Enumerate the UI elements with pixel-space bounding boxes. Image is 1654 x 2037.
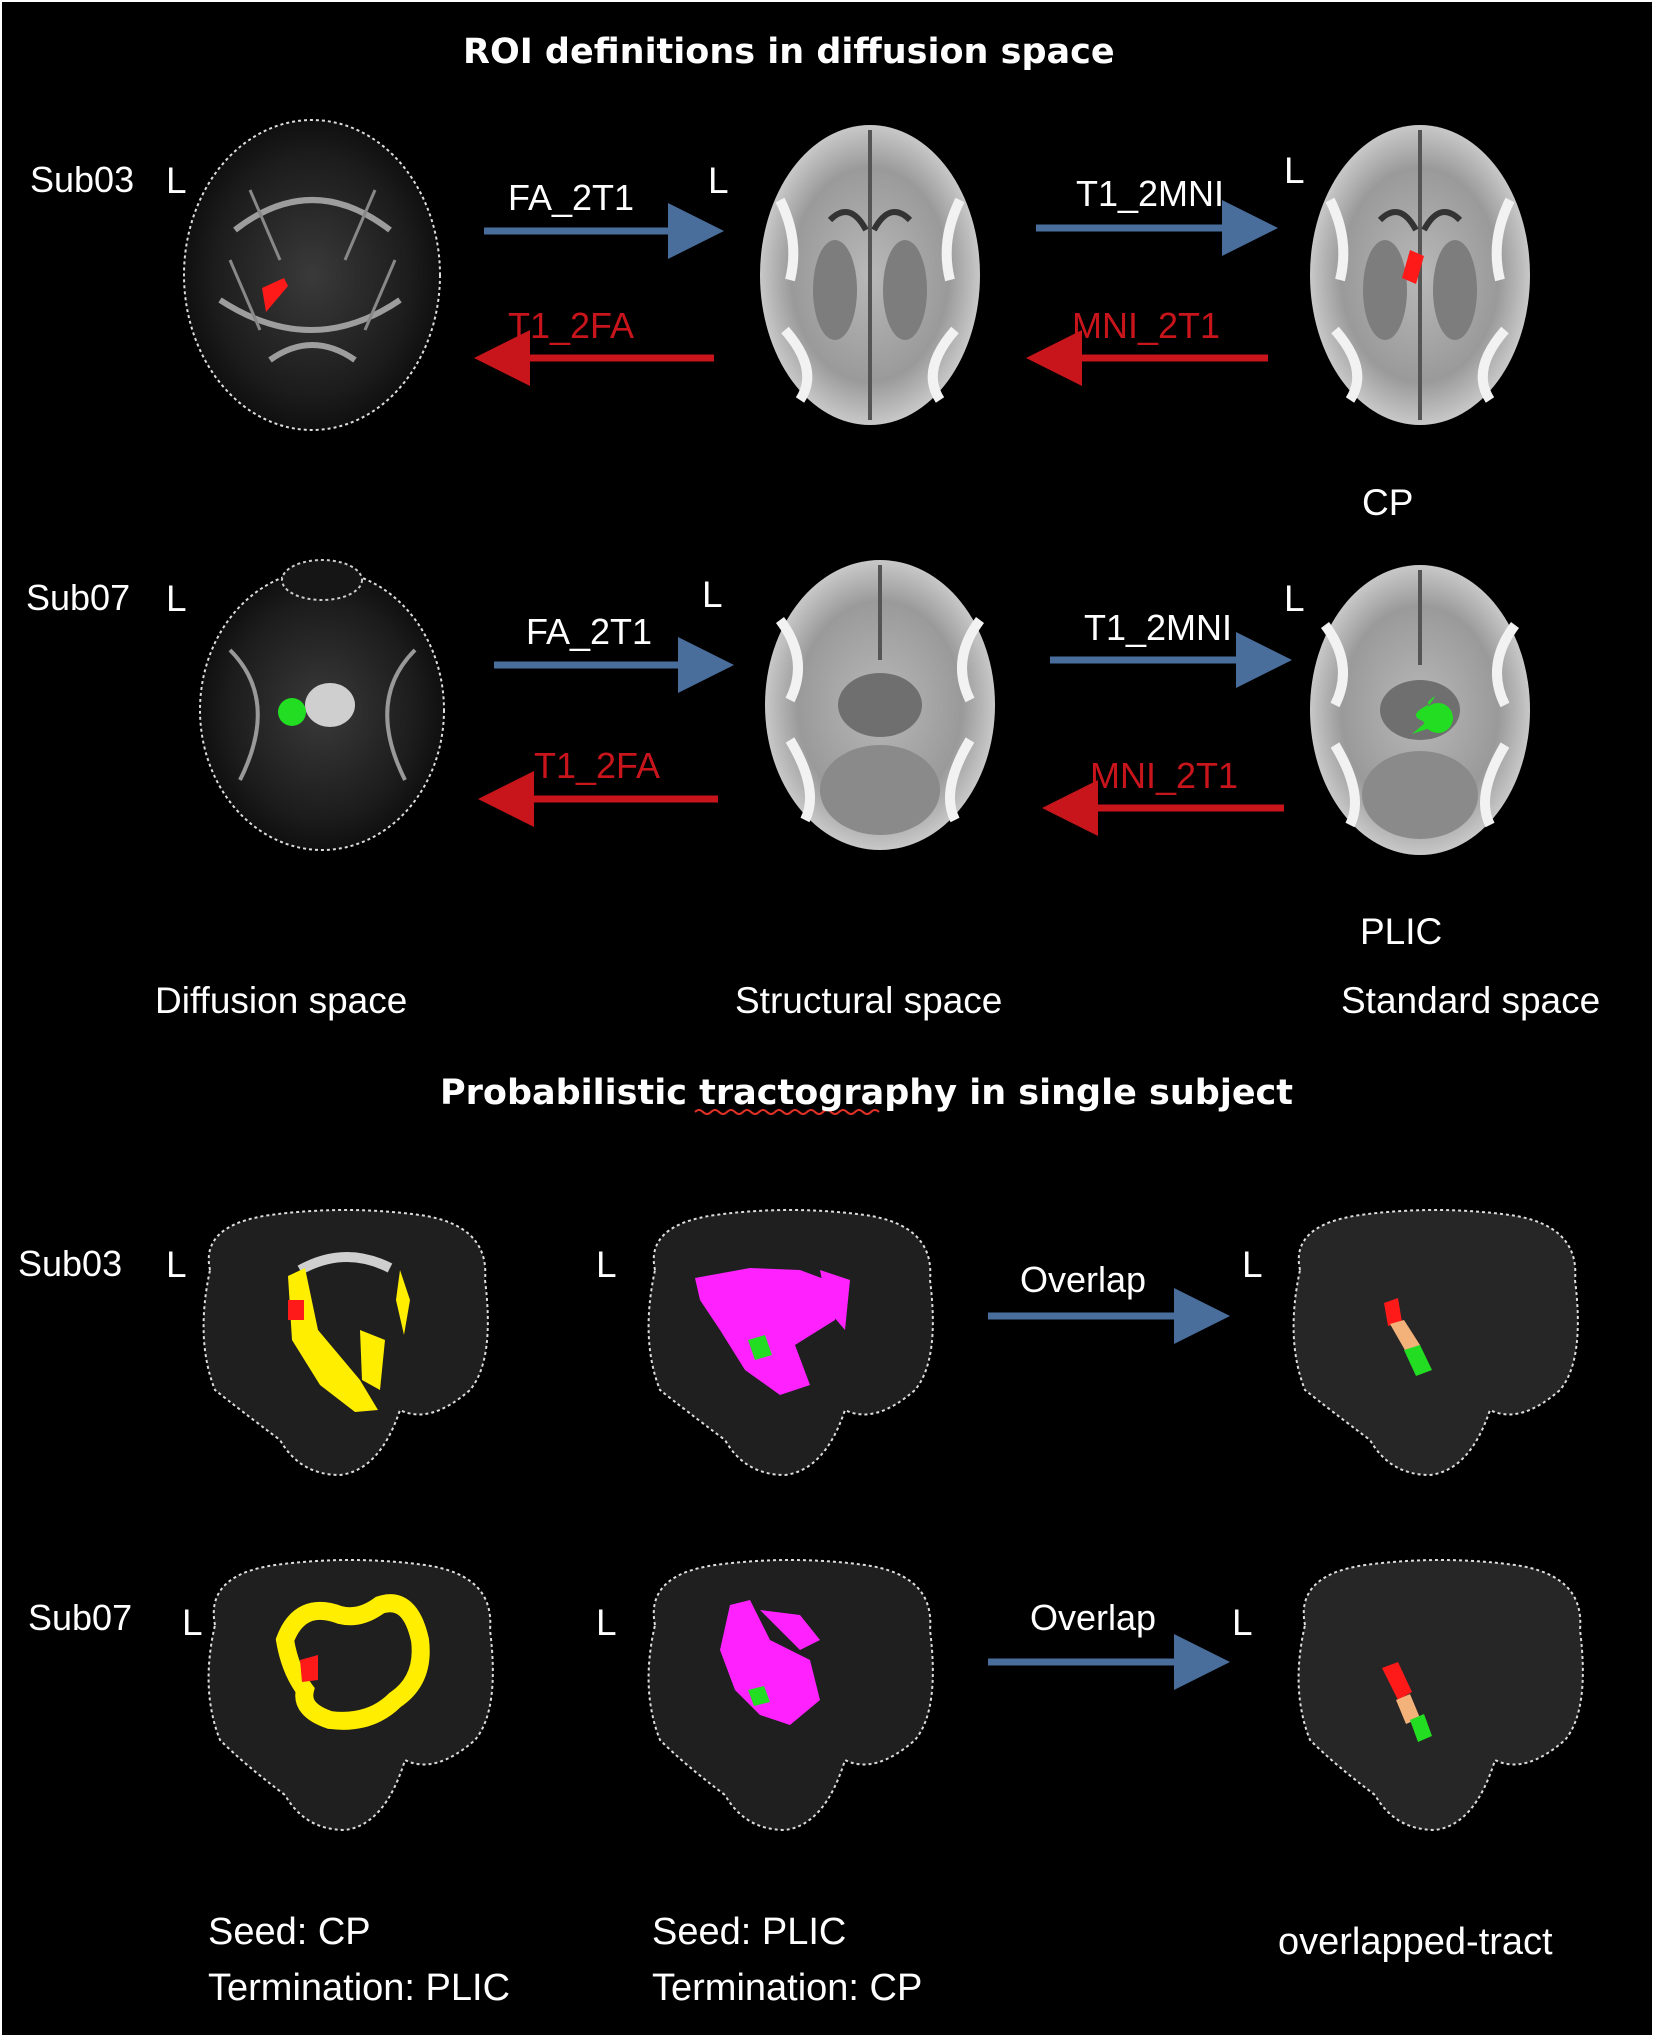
mni-axial-brain-sub03 <box>1310 125 1530 425</box>
coronal-brain-sub03-seed-plic <box>647 1209 934 1477</box>
arrow-label-mni2t1: MNI_2T1 <box>1072 305 1221 346</box>
fa-axial-brain-sub03 <box>183 119 441 431</box>
arrow-label-mni2t1: MNI_2T1 <box>1090 755 1239 796</box>
arrow-label-overlap: Overlap <box>1030 1597 1157 1638</box>
orientation-label: L <box>1284 150 1305 191</box>
arrow-label-t12mni: T1_2MNI <box>1076 173 1225 214</box>
caption-seed-plic: Seed: PLIC Termination: CP <box>652 1911 923 2009</box>
roi-cp-sub03-standard <box>1402 250 1424 284</box>
space-label-structural: Structural space <box>735 980 1003 1021</box>
caption-seed-cp: Seed: CP Termination: PLIC <box>208 1911 511 2009</box>
orientation-label: L <box>708 160 729 201</box>
orientation-label: L <box>1284 578 1305 619</box>
orientation-label: L <box>596 1602 617 1643</box>
t1-axial-brain-sub07 <box>765 560 995 850</box>
subject-label-sub07-top: Sub07 <box>26 577 131 618</box>
fa-axial-brain-sub07 <box>199 559 445 851</box>
arrow-label-fa2t1: FA_2T1 <box>526 611 653 652</box>
subject-label-sub07-bottom: Sub07 <box>28 1597 133 1638</box>
mni-axial-brain-sub07 <box>1310 565 1530 855</box>
arrow-label-fa2t1: FA_2T1 <box>508 177 635 218</box>
space-label-standard: Standard space <box>1341 980 1601 1021</box>
orientation-label: L <box>1242 1244 1263 1285</box>
bottom-title: Probabilistic tractography in single sub… <box>440 1073 1294 1113</box>
orientation-label: L <box>596 1244 617 1285</box>
orientation-label: L <box>166 1244 187 1285</box>
coronal-brain-sub07-overlap <box>1297 1559 1584 1832</box>
orientation-label: L <box>182 1602 203 1643</box>
top-title: ROI definitions in diffusion space <box>463 32 1115 72</box>
orientation-label: L <box>166 578 187 619</box>
arrow-label-t12mni: T1_2MNI <box>1084 607 1233 648</box>
coronal-brain-sub03-seed-cp <box>202 1209 489 1477</box>
subject-label-sub03-top: Sub03 <box>30 159 135 200</box>
spellcheck-underline <box>694 1109 880 1115</box>
coronal-brain-sub07-seed-plic <box>647 1559 934 1832</box>
arrow-label-t12fa: T1_2FA <box>534 745 661 786</box>
roi-plic-sub07-diffusion <box>278 698 306 726</box>
arrow-label-t12fa: T1_2FA <box>508 305 635 346</box>
arrow-label-overlap: Overlap <box>1020 1259 1147 1300</box>
roi-label-plic: PLIC <box>1360 911 1443 952</box>
coronal-brain-sub07-seed-cp <box>207 1559 494 1832</box>
roi-plic-sub07-standard <box>1423 703 1453 733</box>
roi-cp-sub03-diffusion <box>262 278 288 312</box>
caption-overlapped-tract: overlapped-tract <box>1278 1921 1553 1963</box>
orientation-label: L <box>702 574 723 615</box>
orientation-label: L <box>1232 1602 1253 1643</box>
space-label-diffusion: Diffusion space <box>155 980 408 1021</box>
orientation-label: L <box>166 160 187 201</box>
roi-label-cp: CP <box>1362 482 1414 523</box>
subject-label-sub03-bottom: Sub03 <box>18 1243 123 1284</box>
t1-axial-brain-sub03 <box>760 125 980 425</box>
coronal-brain-sub03-overlap <box>1292 1209 1579 1477</box>
